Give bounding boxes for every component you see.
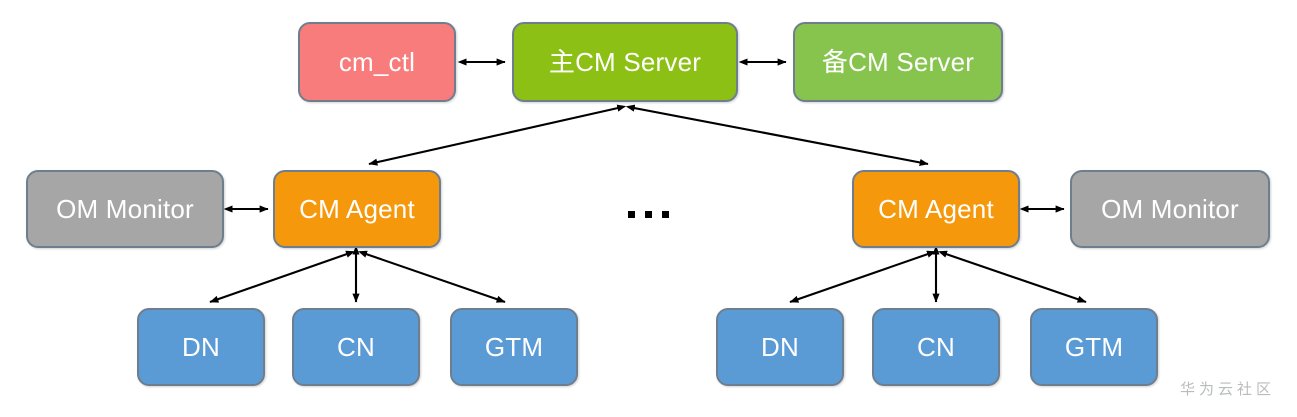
node-primary-cm-server[interactable]: 主CM Server [512,22,738,102]
ellipsis-dot [662,211,669,218]
node-om-monitor-left-label: OM Monitor [56,194,194,224]
node-cn-left-label: CN [337,332,375,362]
node-cm-agent-right-label: CM Agent [878,194,994,224]
node-dn-left-label: DN [182,332,220,362]
watermark: 华为云社区 [1180,381,1276,398]
node-dn-left[interactable]: DN [137,308,265,386]
ellipsis-more-agents [628,211,669,218]
ellipsis-dot [645,211,652,218]
edge-agent-left-to-gtm-left [358,250,506,303]
edge-agent-right-to-gtm-right [938,250,1087,303]
node-cm-agent-left-label: CM Agent [299,194,415,224]
node-cm-agent-left[interactable]: CM Agent [273,170,441,248]
edge-primary-to-agent-right [625,104,929,166]
node-gtm-left-label: GTM [484,332,544,362]
node-cn-right-label: CN [917,332,955,362]
node-dn-right[interactable]: DN [716,308,844,386]
node-cn-right[interactable]: CN [872,308,1000,386]
node-standby-cm-server-label: 备CM Server [821,47,975,77]
edge-primary-to-agent-left [368,104,627,166]
node-cn-left[interactable]: CN [292,308,420,386]
node-standby-cm-server[interactable]: 备CM Server [793,22,1003,102]
edge-agent-left-to-dn-left [209,250,355,303]
node-gtm-right-label: GTM [1064,332,1124,362]
node-gtm-right[interactable]: GTM [1030,308,1158,386]
node-om-monitor-right[interactable]: OM Monitor [1070,170,1270,248]
ellipsis-dot [628,211,635,218]
node-om-monitor-left[interactable]: OM Monitor [26,170,224,248]
node-cm-agent-right[interactable]: CM Agent [852,170,1020,248]
edge-agent-right-to-dn-right [789,250,936,303]
node-cm-ctl[interactable]: cm_ctl [298,22,456,102]
node-primary-cm-server-label: 主CM Server [548,47,702,77]
node-dn-right-label: DN [761,332,799,362]
node-gtm-left[interactable]: GTM [450,308,578,386]
node-om-monitor-right-label: OM Monitor [1101,194,1239,224]
node-cm-ctl-label: cm_ctl [338,47,416,77]
